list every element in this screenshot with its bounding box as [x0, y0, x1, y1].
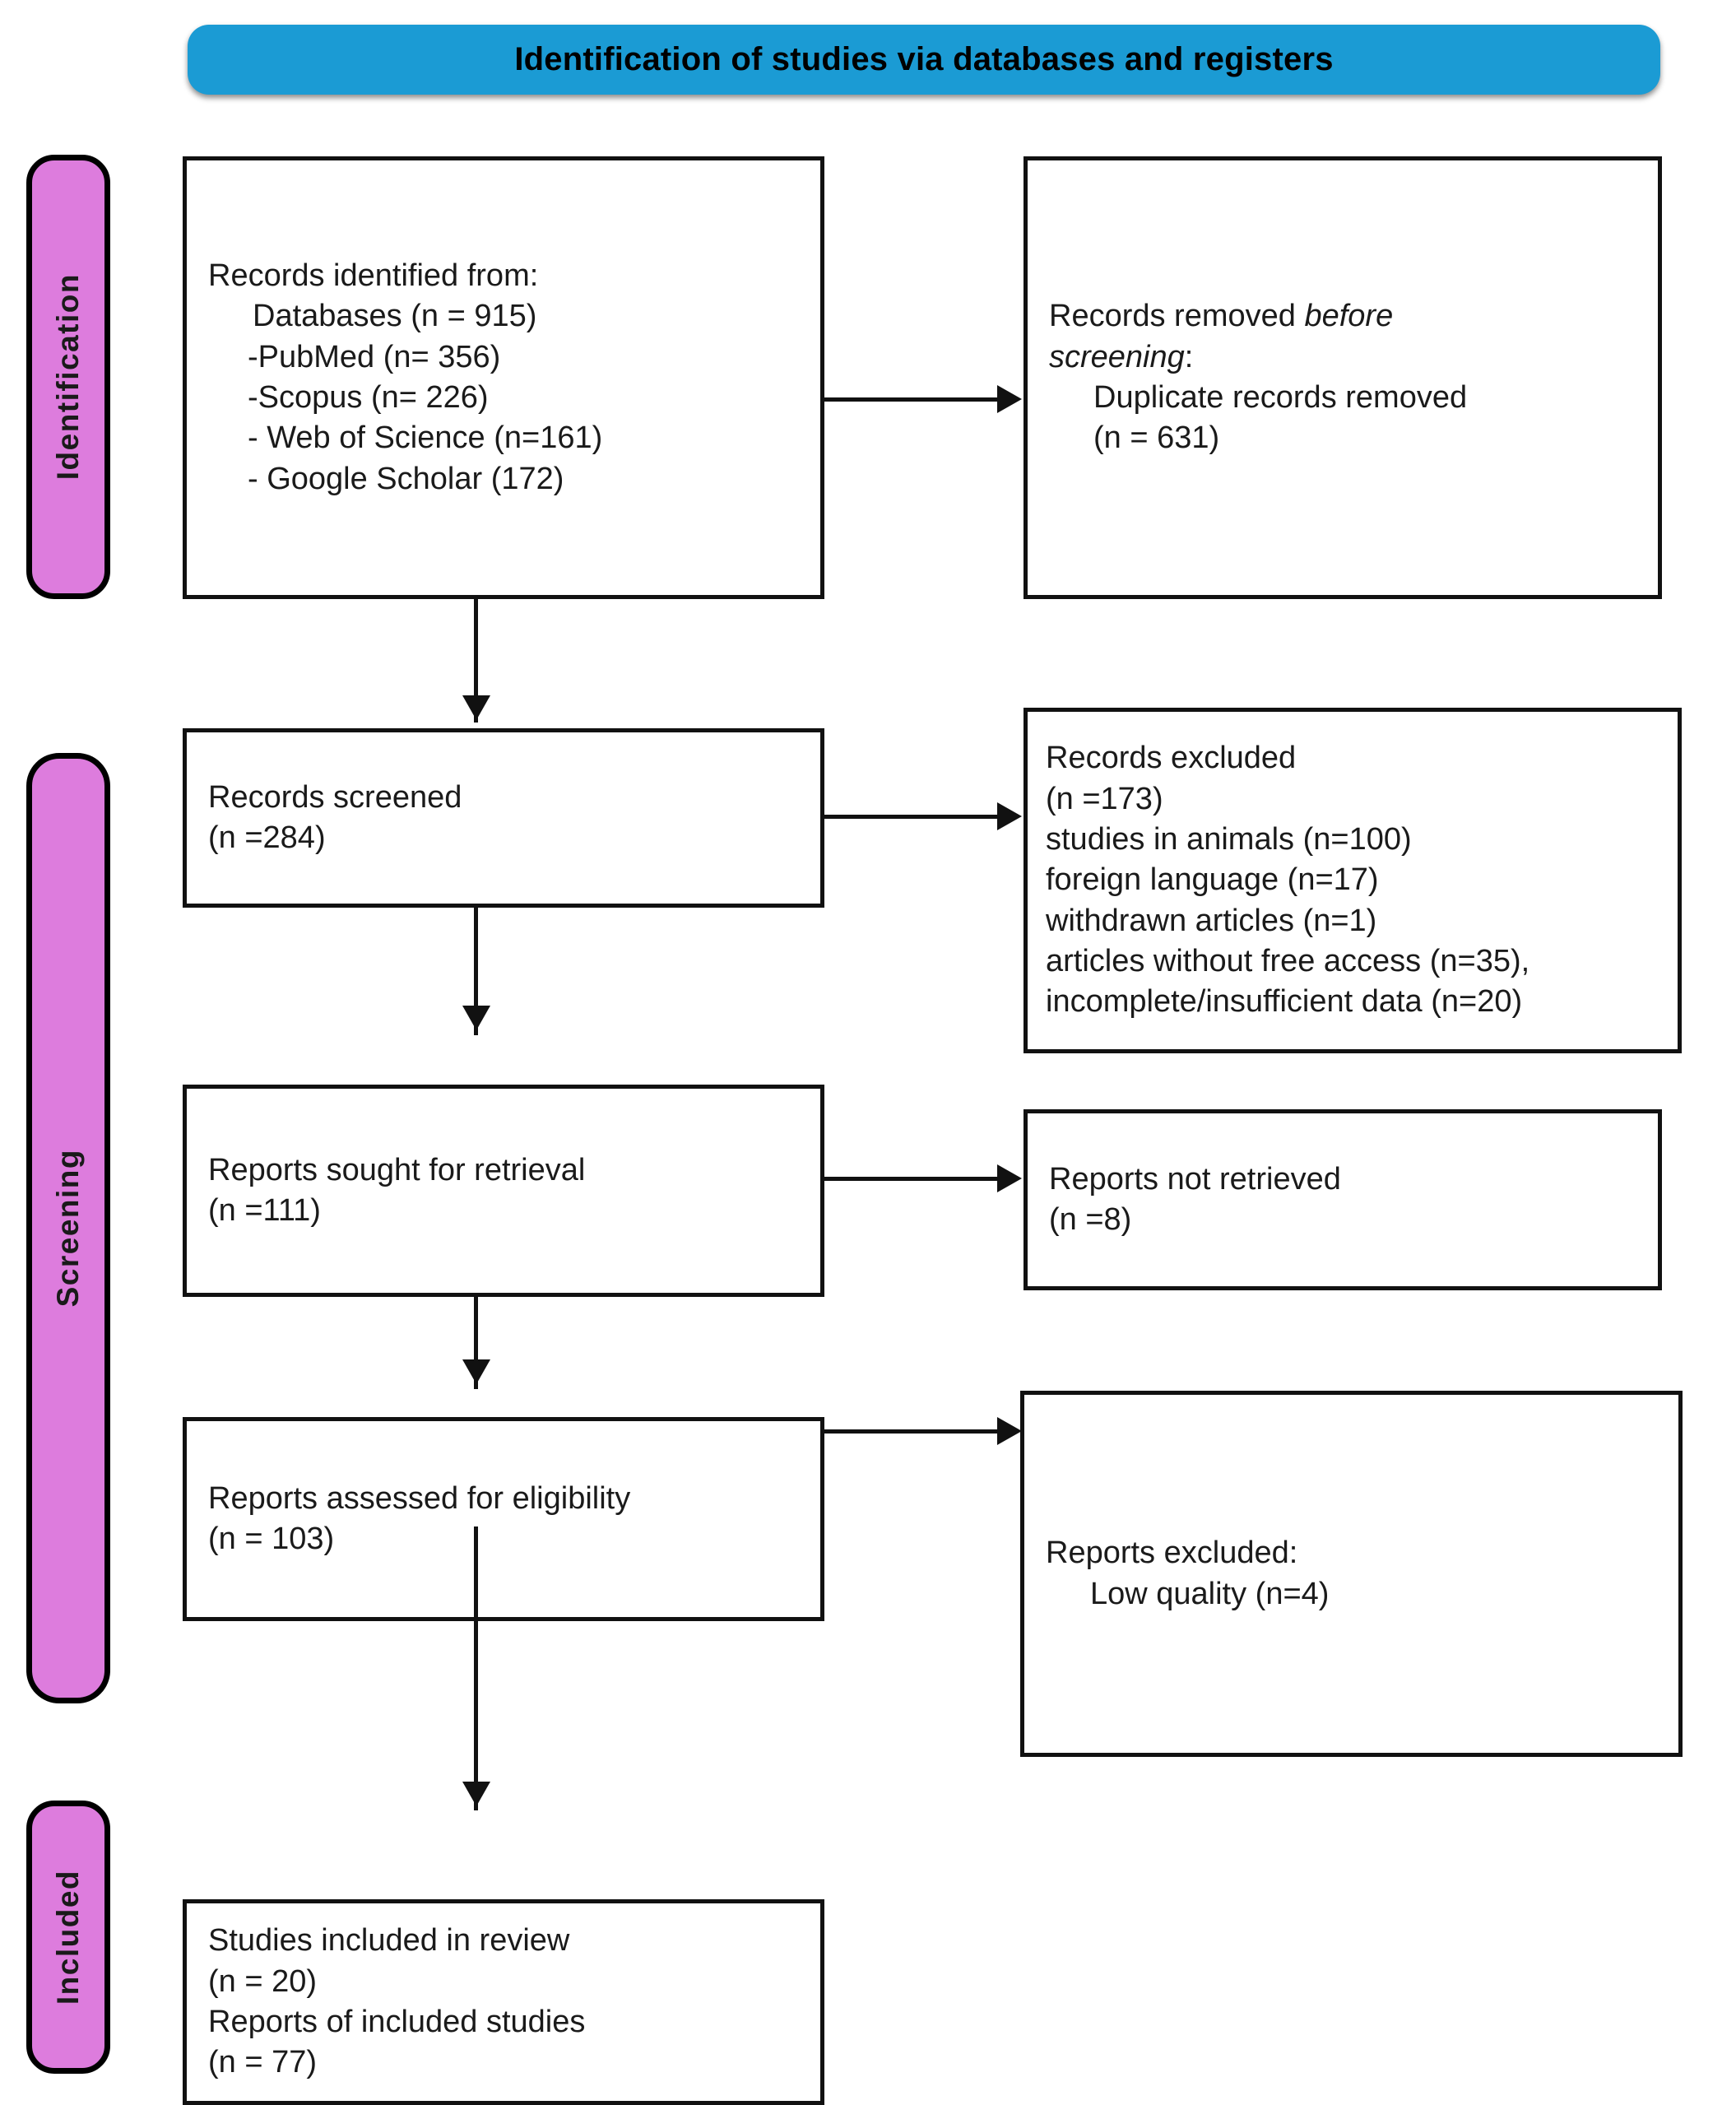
arrowhead-identified-to-removed	[997, 385, 1022, 413]
records-excluded-line-1: Records excluded	[1046, 741, 1297, 776]
stage-tab-included-label: Included	[51, 1869, 85, 2005]
reports-assessed-line-2: (n = 103)	[208, 1522, 335, 1556]
reports-excluded-line-1: Reports excluded:	[1046, 1536, 1298, 1571]
arrowhead-screened-to-excluded	[997, 802, 1022, 830]
connector-identified-to-screened	[474, 599, 478, 723]
arrowhead-sought-to-not-retrieved	[997, 1164, 1022, 1192]
records-removed-line-1: Records removed before	[1049, 296, 1636, 337]
records-removed-line-1-text: Records removed	[1049, 299, 1305, 334]
reports-not-retrieved-line-1: Reports not retrieved	[1049, 1161, 1341, 1197]
studies-included-line-4: (n = 77)	[208, 2045, 318, 2080]
stage-tab-identification: Identification	[26, 155, 110, 599]
node-records-removed: Records removed before screening: Duplic…	[1023, 156, 1662, 599]
node-studies-included: Studies included in review (n = 20) Repo…	[183, 1899, 824, 2105]
stage-tab-identification-label: Identification	[51, 273, 85, 481]
arrowhead-identified-to-screened	[462, 695, 490, 720]
records-excluded-line-4: foreign language (n=17)	[1046, 862, 1379, 898]
reports-assessed-line-1: Reports assessed for eligibility	[208, 1480, 631, 1516]
records-identified-line-1: Records identified from:	[208, 258, 539, 293]
records-identified-line-5: - Web of Science (n=161)	[248, 421, 603, 456]
records-screened-line-2: (n =284)	[208, 820, 326, 855]
connector-screened-to-sought	[474, 908, 478, 1035]
records-removed-line-3: Duplicate records removed	[1093, 380, 1468, 415]
records-removed-line-2-emph: screening	[1049, 339, 1185, 374]
stage-tab-screening-label: Screening	[51, 1149, 85, 1308]
connector-assessed-to-reports-excluded	[824, 1429, 999, 1434]
connector-assessed-to-included	[474, 1526, 478, 1810]
node-records-identified: Records identified from: Databases (n = …	[183, 156, 824, 599]
stage-tab-included: Included	[26, 1801, 110, 2074]
records-excluded-line-7: incomplete/insufficient data (n=20)	[1046, 984, 1523, 1020]
node-reports-not-retrieved: Reports not retrieved (n =8)	[1023, 1109, 1662, 1290]
records-identified-line-2: Databases (n = 915)	[253, 299, 537, 334]
reports-sought-line-1: Reports sought for retrieval	[208, 1152, 586, 1187]
records-identified-line-4: -Scopus (n= 226)	[248, 380, 489, 415]
records-excluded-line-3: studies in animals (n=100)	[1046, 821, 1412, 857]
reports-not-retrieved-line-2: (n =8)	[1049, 1202, 1132, 1237]
records-excluded-line-5: withdrawn articles (n=1)	[1046, 903, 1377, 938]
arrowhead-screened-to-sought	[462, 1006, 490, 1030]
connector-identified-to-removed	[824, 397, 999, 402]
node-records-screened: Records screened (n =284)	[183, 728, 824, 908]
node-reports-sought: Reports sought for retrieval (n =111)	[183, 1085, 824, 1297]
records-identified-line-6: - Google Scholar (172)	[248, 461, 564, 496]
node-records-excluded: Records excluded (n =173) studies in ani…	[1023, 708, 1682, 1053]
reports-excluded-line-2: Low quality (n=4)	[1090, 1576, 1330, 1611]
diagram-banner: Identification of studies via databases …	[188, 25, 1660, 95]
reports-sought-line-2: (n =111)	[208, 1193, 321, 1228]
studies-included-line-2: (n = 20)	[208, 1963, 318, 1999]
connector-sought-to-assessed	[474, 1297, 478, 1389]
arrowhead-sought-to-assessed	[462, 1359, 490, 1384]
records-removed-line-2-text: :	[1184, 339, 1194, 374]
records-identified-line-3: -PubMed (n= 356)	[248, 339, 501, 374]
arrowhead-assessed-to-included	[462, 1782, 490, 1806]
node-reports-assessed: Reports assessed for eligibility (n = 10…	[183, 1417, 824, 1621]
records-excluded-line-2: (n =173)	[1046, 781, 1163, 816]
connector-screened-to-excluded	[824, 815, 999, 819]
records-screened-line-1: Records screened	[208, 779, 462, 815]
stage-tab-screening: Screening	[26, 753, 110, 1703]
records-removed-line-1-emph: before	[1304, 299, 1394, 334]
node-reports-excluded: Reports excluded: Low quality (n=4)	[1020, 1391, 1683, 1757]
studies-included-line-3: Reports of included studies	[208, 2005, 586, 2039]
records-removed-line-4: (n = 631)	[1093, 421, 1220, 456]
connector-sought-to-not-retrieved	[824, 1177, 999, 1181]
studies-included-line-1: Studies included in review	[208, 1923, 570, 1959]
arrowhead-assessed-to-reports-excluded	[997, 1417, 1022, 1445]
banner-title: Identification of studies via databases …	[514, 41, 1334, 77]
records-excluded-line-6: articles without free access (n=35),	[1046, 944, 1530, 979]
records-removed-line-2: screening:	[1049, 337, 1636, 378]
